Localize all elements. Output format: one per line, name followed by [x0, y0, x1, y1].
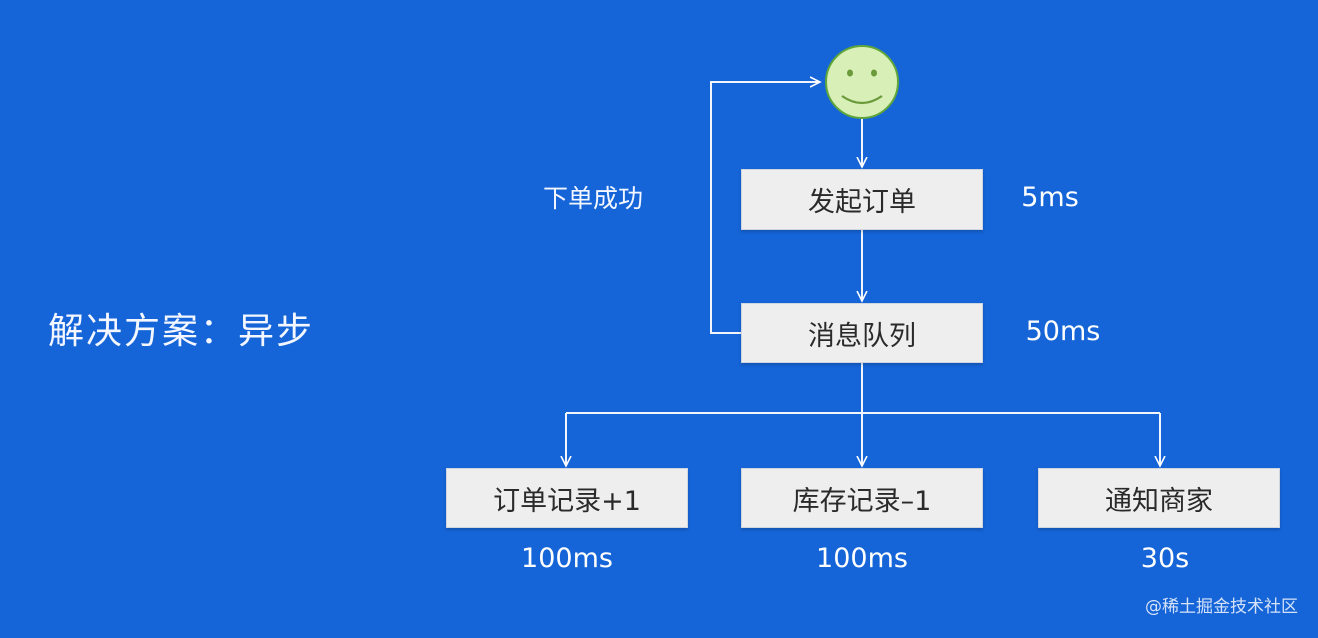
- node-inventory-record-label: 库存记录–1: [792, 485, 932, 517]
- slide-heading: 解决方案：异步: [48, 311, 315, 352]
- time-message-queue: 50ms: [1025, 316, 1101, 347]
- time-notify-merchant: 30s: [1140, 543, 1190, 574]
- node-message-queue-label: 消息队列: [808, 320, 916, 352]
- node-inventory-record: 库存记录–1: [741, 468, 983, 528]
- node-order-record: 订单记录+1: [446, 468, 688, 528]
- node-place-order-label: 发起订单: [808, 187, 916, 218]
- node-notify-merchant-label: 通知商家: [1105, 485, 1213, 517]
- node-notify-merchant: 通知商家: [1038, 468, 1280, 528]
- time-place-order: 5ms: [1021, 182, 1079, 213]
- node-message-queue: 消息队列: [741, 303, 983, 363]
- watermark: @稀土掘金技术社区: [1145, 597, 1298, 617]
- time-inventory-record: 100ms: [816, 543, 908, 574]
- smiley-face-icon: [825, 45, 899, 119]
- node-place-order: 发起订单: [741, 169, 983, 230]
- time-order-record: 100ms: [521, 543, 613, 574]
- node-order-record-label: 订单记录+1: [493, 485, 641, 517]
- edge-queue-to-smiley: [710, 82, 820, 334]
- feedback-label: 下单成功: [543, 184, 644, 213]
